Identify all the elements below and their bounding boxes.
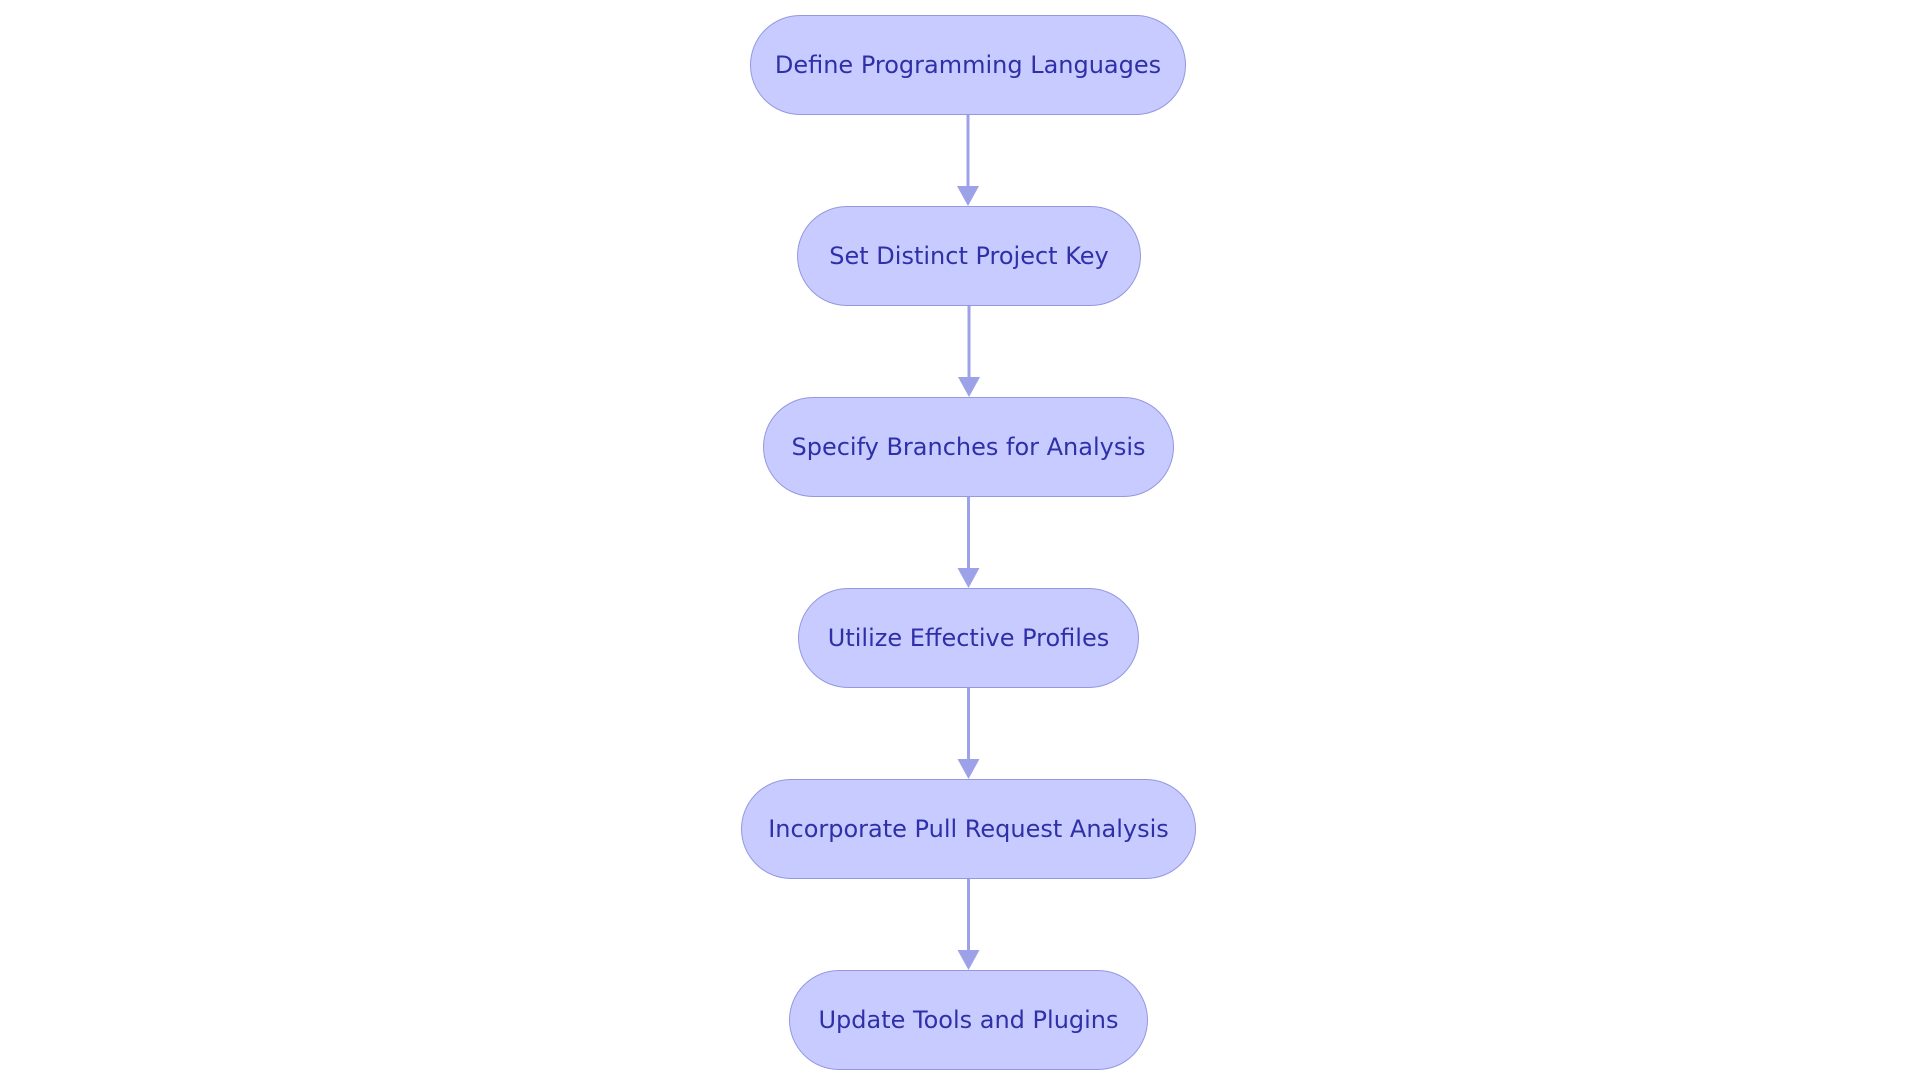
arrow-head-icon (958, 377, 980, 397)
arrow-head-icon (957, 186, 979, 206)
step-update-tools-and-plugins: Update Tools and Plugins (789, 970, 1148, 1070)
step-utilize-effective-profiles: Utilize Effective Profiles (798, 588, 1139, 688)
step-label: Define Programming Languages (774, 51, 1162, 79)
arrow-head-icon (957, 568, 980, 588)
step-label: Specify Branches for Analysis (791, 433, 1146, 461)
step-incorporate-pull-request-analysis: Incorporate Pull Request Analysis (741, 779, 1196, 879)
arrow-head-icon (957, 759, 980, 779)
step-label: Update Tools and Plugins (818, 1006, 1119, 1034)
step-set-distinct-project-key: Set Distinct Project Key (797, 206, 1141, 306)
step-label: Set Distinct Project Key (829, 242, 1109, 270)
step-define-programming-languages: Define Programming Languages (750, 15, 1186, 115)
step-label: Utilize Effective Profiles (827, 624, 1110, 652)
step-label: Incorporate Pull Request Analysis (768, 815, 1169, 843)
arrow-head-icon (957, 950, 980, 970)
step-specify-branches-for-analysis: Specify Branches for Analysis (763, 397, 1174, 497)
